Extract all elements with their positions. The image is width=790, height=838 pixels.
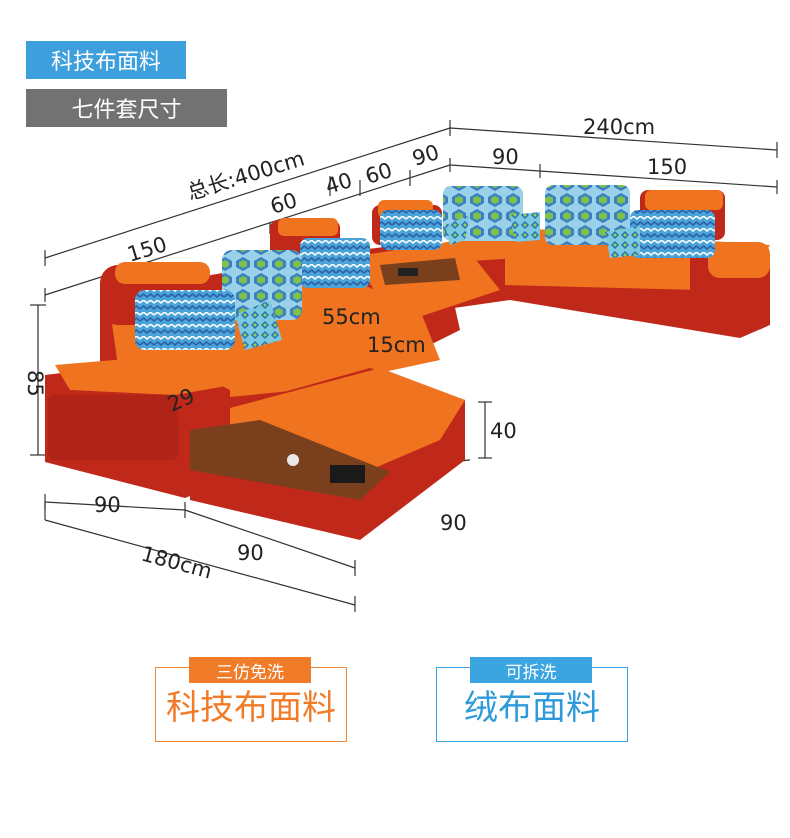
bottom-180-label: 180cm <box>139 542 215 584</box>
size-tag: 七件套尺寸 <box>26 89 227 127</box>
option-velvet-fabric[interactable]: 绒布面料 <box>436 667 628 742</box>
d150-right-label: 150 <box>647 155 687 179</box>
bottom-90-left-label: 90 <box>94 493 121 517</box>
height-85-label: 85 <box>23 370 47 397</box>
right-total-label: 240cm <box>583 115 655 139</box>
pillows <box>135 185 715 350</box>
chaise-90-label: 90 <box>440 511 467 535</box>
cushion-15-label: 15cm <box>367 333 426 357</box>
d90-right-label: 90 <box>492 145 519 169</box>
cushion-55-label: 55cm <box>322 305 381 329</box>
dimension-lines <box>30 120 778 612</box>
sofa-left-section <box>45 250 465 540</box>
option-velvet-fabric-label: 可拆洗 <box>470 657 592 683</box>
option-tech-fabric-label: 三仿免洗 <box>189 657 311 683</box>
d40-label: 40 <box>322 168 355 199</box>
bottom-90-mid-label: 90 <box>237 541 264 565</box>
left-150-label: 150 <box>124 232 169 267</box>
chaise-40-label: 40 <box>490 419 517 443</box>
fabric-tag: 科技布面料 <box>26 41 186 79</box>
d90-top-label: 90 <box>409 140 442 171</box>
